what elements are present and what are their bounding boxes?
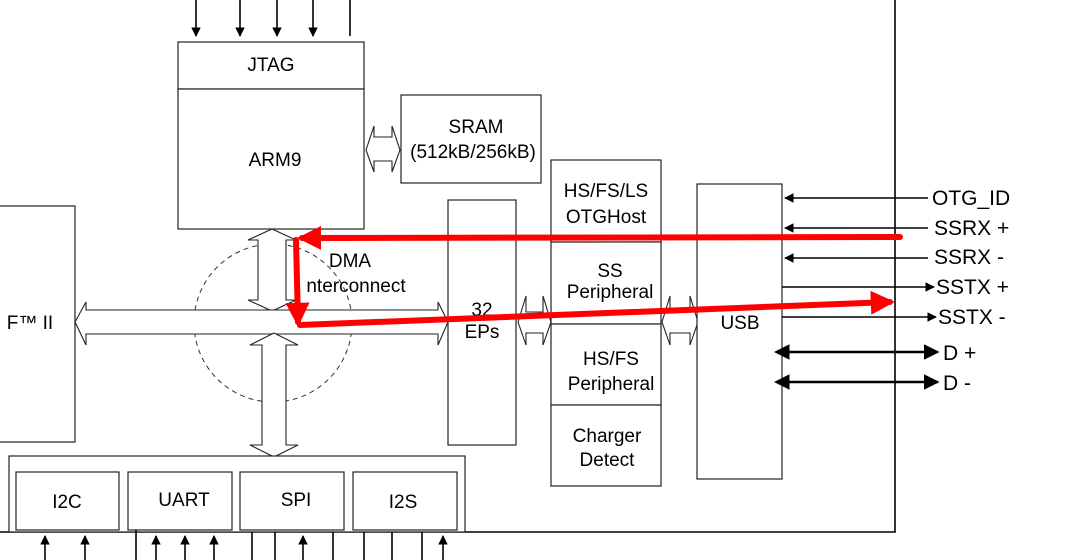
svg-text:Detect: Detect (580, 450, 636, 471)
arm9-bus-arrow (247, 228, 297, 312)
pin-ssrx-plus: SSRX + (934, 217, 1009, 240)
pin-sstx-minus: SSTX - (938, 306, 1006, 329)
svg-text:UART: UART (158, 490, 210, 511)
svg-text:SPI: SPI (281, 490, 312, 511)
svg-text:JTAG: JTAG (247, 55, 294, 76)
dma-label: DMA (329, 251, 372, 272)
interconnect-label: nterconnect (306, 276, 406, 297)
svg-text:F™ II: F™ II (7, 313, 53, 334)
arm9-sram-bus-arrow (365, 125, 401, 173)
i2s-block: I2S (352, 471, 458, 531)
gpif-block: F™ II (0, 205, 76, 443)
pin-d-minus: D - (943, 372, 971, 395)
pin-sstx-plus: SSTX + (936, 276, 1009, 299)
svg-text:(512kB/256kB): (512kB/256kB) (410, 142, 536, 163)
svg-text:Charger: Charger (573, 426, 642, 447)
spi-block: SPI (239, 471, 345, 531)
svg-text:HS/FS/LS: HS/FS/LS (564, 181, 648, 202)
pin-otg-id: OTG_ID (932, 187, 1010, 210)
peripheral-bus-arrow (249, 332, 299, 458)
i2c-block: I2C (15, 471, 120, 531)
svg-text:Peripheral: Peripheral (568, 374, 655, 395)
jtag-block: JTAG (177, 41, 365, 90)
hsfs-peripheral-block: HS/FS Peripheral (550, 323, 662, 406)
charger-detect-block: Charger Detect (550, 404, 662, 487)
usb-pin-lines (773, 193, 940, 390)
svg-text:ARM9: ARM9 (249, 150, 302, 171)
svg-text:I2C: I2C (52, 492, 82, 513)
arm9-block: ARM9 (177, 88, 365, 230)
usb-phy-block: USB (696, 183, 783, 480)
endpoints-block: 32 EPs (447, 199, 517, 446)
svg-text:USB: USB (720, 313, 759, 334)
sram-block: SRAM (512kB/256kB) (400, 94, 542, 184)
serial-io-lines (40, 530, 448, 560)
otghost-block: HS/FS/LS OTGHost (550, 159, 662, 243)
uart-block: UART (127, 471, 233, 531)
jtag-input-arrows (191, 0, 351, 37)
svg-text:OTGHost: OTGHost (566, 207, 647, 228)
svg-text:I2S: I2S (389, 492, 418, 513)
controller-usb-bus-arrow (661, 295, 699, 346)
svg-text:Peripheral: Peripheral (567, 282, 654, 303)
svg-text:HS/FS: HS/FS (583, 349, 639, 370)
pin-ssrx-minus: SSRX - (934, 246, 1004, 269)
red-data-path-annotation (285, 225, 903, 328)
svg-text:SS: SS (597, 261, 622, 282)
eps-controller-bus-arrow (517, 295, 552, 346)
svg-text:SRAM: SRAM (449, 117, 504, 138)
pin-d-plus: D + (943, 342, 976, 365)
svg-text:EPs: EPs (465, 322, 500, 343)
